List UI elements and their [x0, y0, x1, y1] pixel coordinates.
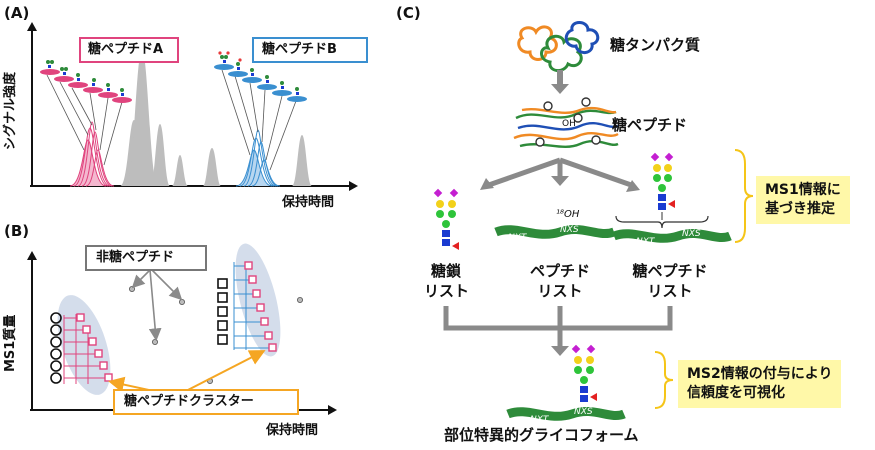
a-box-a-frame [79, 37, 179, 63]
c-peptide-list: ペプチド リスト [516, 262, 604, 301]
b-non-glyco-label: 非糖ペプチド [96, 250, 175, 265]
panel-a-letter: (A) [4, 4, 30, 22]
c-nxt-result: NXT [530, 415, 549, 425]
c-note-ms1-line2: 基づき推定 [765, 200, 835, 217]
c-result-glycan-icon [571, 344, 597, 402]
b-gray-arrows [131, 269, 183, 342]
c-note-ms1: MS1情報に 基づき推定 [756, 176, 850, 224]
a-box-b-label: 糖ペプチドB [262, 42, 337, 57]
c-nxt-mid: NXT [508, 233, 527, 243]
a-x-axis-label: 保持時間 [282, 195, 335, 210]
c-result-strand [506, 406, 626, 421]
c-glycopeptide-list-line2: リスト [647, 281, 693, 300]
b-ladder-right [217, 261, 277, 352]
a-blue-glycan-icons [214, 51, 307, 102]
c-oh-mini: OH [562, 119, 576, 129]
a-blue-peaks [235, 129, 281, 187]
c-peptide-list-line2: リスト [537, 281, 583, 300]
b-cluster-right [235, 243, 281, 357]
c-peptide-strand [494, 224, 616, 239]
a-connectors [46, 69, 297, 171]
c-glycan-list: 糖鎖 リスト [424, 262, 470, 301]
a-gray-peaks [120, 50, 312, 186]
panel-b-letter: (B) [4, 222, 30, 240]
a-pink-glycan-icons [40, 60, 132, 103]
c-brace [615, 215, 709, 229]
c-oh-label: ¹⁸OH [556, 209, 580, 220]
c-peptide-list-line1: ペプチド [529, 262, 590, 280]
c-nxs-result: NXS [574, 407, 593, 417]
c-glycopeptide-strand [612, 228, 732, 243]
c-nxs-right: NXS [682, 229, 701, 239]
c-glycopeptide-label: 糖ペプチド [612, 116, 688, 134]
panel-c: OH [433, 21, 754, 421]
a-y-axis-label: シグナル強度 [3, 71, 18, 150]
b-cluster-left [57, 295, 111, 395]
c-glycopeptide-list: 糖ペプチド リスト [618, 262, 722, 301]
c-brace-ms1 [734, 149, 754, 243]
panel-a [27, 22, 368, 191]
c-glycopeptide-list-line1: 糖ペプチド [632, 262, 708, 280]
c-nxt-right: NXT [636, 237, 655, 247]
b-cluster-label: 糖ペプチドクラスター [124, 394, 254, 409]
panel-b [27, 243, 337, 415]
c-glycan-list-line2: リスト [424, 281, 470, 300]
c-glycoprotein-label: 糖タンパク質 [610, 36, 701, 54]
c-glycan-list-line1: 糖鎖 [430, 262, 461, 280]
c-note-ms2-line1: MS2情報の付与により [687, 366, 833, 382]
c-note-ms2: MS2情報の付与により 信頼度を可視化 [678, 360, 842, 408]
b-cluster-frame [113, 389, 299, 415]
b-ladder-left [50, 312, 113, 384]
a-box-b-frame [252, 37, 368, 63]
c-glycopeptide-icon [513, 97, 619, 148]
a-box-a-label: 糖ペプチドA [88, 42, 164, 57]
panel-c-letter: (C) [396, 4, 421, 22]
c-glycan-icon-right [650, 152, 675, 220]
b-orange-arrows [108, 350, 266, 393]
b-non-glyco-frame [85, 245, 207, 271]
c-note-ms1-line1: MS1情報に [765, 182, 841, 198]
c-nxs-mid: NXS [560, 225, 579, 235]
b-x-axis-label: 保持時間 [266, 423, 319, 438]
c-merge-lines [443, 306, 673, 348]
c-result-label: 部位特異的グライコフォーム [444, 426, 639, 444]
b-y-axis-label: MS1質量 [3, 314, 18, 372]
c-glycan-icon-left [433, 188, 459, 250]
c-note-ms2-line2: 信頼度を可視化 [687, 384, 785, 401]
a-pink-peaks [69, 121, 115, 187]
c-glycoprotein-icon [517, 21, 600, 72]
c-split-arrows [480, 157, 640, 192]
c-brace-ms2 [654, 351, 674, 409]
